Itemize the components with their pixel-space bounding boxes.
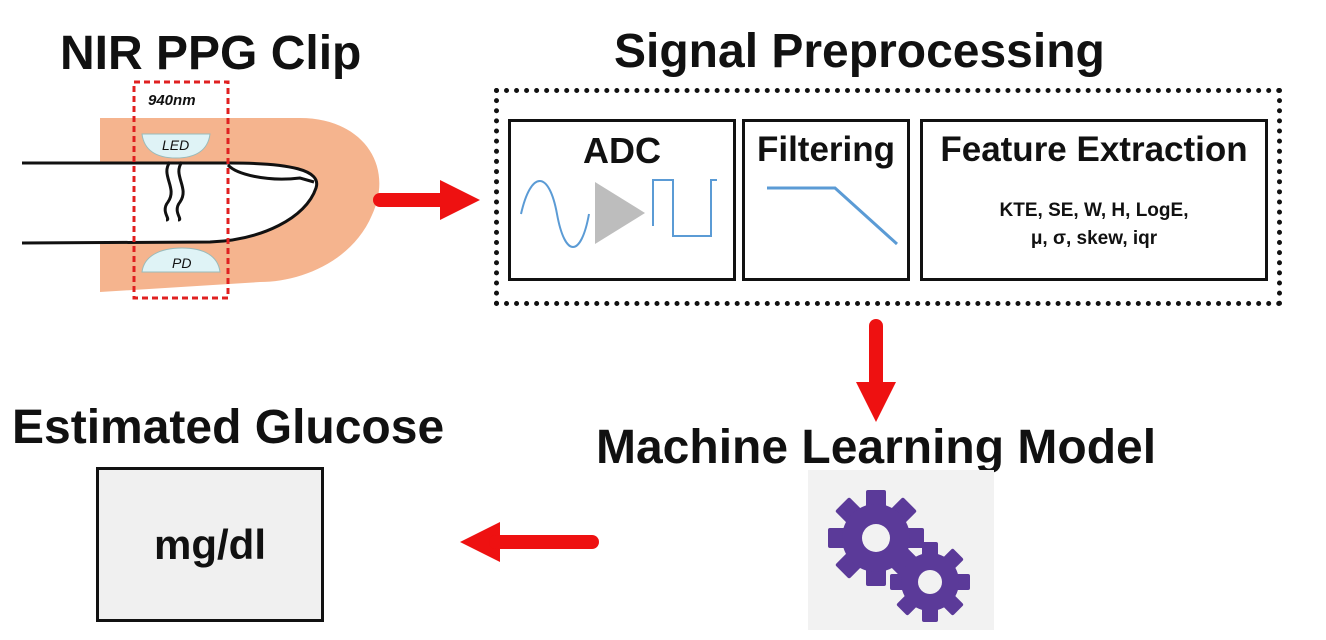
led-label: LED (162, 137, 190, 153)
feature-list-line-2: μ, σ, skew, iqr (1030, 228, 1158, 249)
fingernail (226, 163, 315, 184)
feature-extraction-block: Feature Extraction KTE, SE, W, H, LogE, … (920, 119, 1268, 281)
analog-wave (520, 180, 590, 248)
filtering-block: Filtering (742, 119, 910, 281)
model-title: Machine Learning Model (596, 421, 1157, 474)
output-title: Estimated Glucose (12, 401, 445, 454)
vessel-line (163, 161, 173, 222)
led-lens (141, 133, 211, 159)
arrow-right-icon (373, 180, 480, 220)
filter-response (767, 186, 899, 246)
pd-label: PD (172, 255, 192, 271)
wavelength-label: 940nm (148, 92, 196, 109)
arrow-left-icon (460, 522, 599, 562)
arrow-down-icon (856, 319, 896, 422)
finger-clip-illustration (21, 80, 380, 300)
finger-outline (21, 161, 319, 245)
preprocessing-container (494, 88, 1282, 306)
adc-block: ADC (508, 119, 736, 281)
small-gear (890, 542, 970, 622)
filtering-label: Filtering (756, 130, 896, 169)
sensor-region (132, 80, 230, 300)
adc-label: ADC (583, 130, 661, 171)
feature-list-line-1: KTE, SE, W, H, LogE, (999, 200, 1189, 221)
glucose-unit: mg/dl (154, 520, 266, 568)
adc-signal-icon (520, 179, 717, 248)
converter-triangle (595, 182, 645, 244)
glucose-output-box: mg/dl (96, 467, 324, 622)
clip-title: NIR PPG Clip (60, 27, 362, 80)
feature-extraction-label: Feature Extraction (940, 130, 1248, 169)
pd-lens (141, 247, 221, 273)
gears-icon (828, 490, 970, 622)
model-icon-panel (808, 470, 994, 630)
digital-wave (652, 179, 717, 237)
preprocessing-title: Signal Preprocessing (614, 25, 1105, 78)
vessel-line (175, 161, 185, 222)
lowpass-filter-icon (767, 186, 899, 246)
